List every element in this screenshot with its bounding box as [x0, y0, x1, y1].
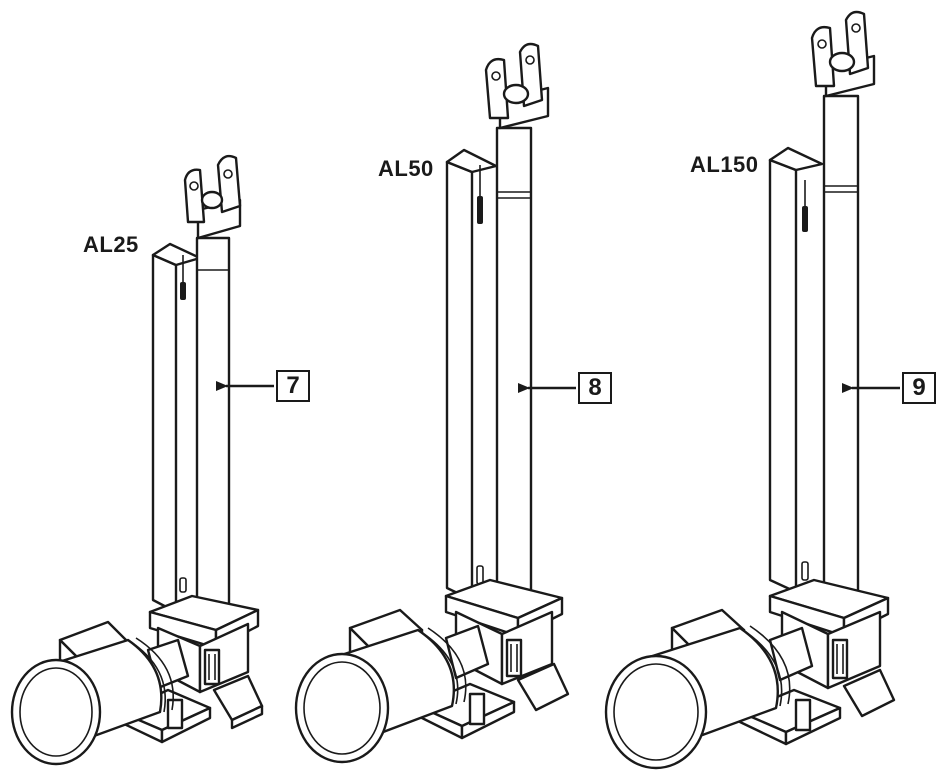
actuator-drawing-al50: [294, 42, 570, 764]
callout-9: 9: [902, 372, 936, 404]
actuator-drawing-al150: [604, 10, 896, 770]
model-label-al150: AL150: [690, 152, 759, 177]
model-label-al50: AL50: [378, 156, 434, 181]
actuator-drawing-al25: [10, 154, 264, 766]
model-label-al25: AL25: [83, 232, 139, 257]
callout-8: 8: [578, 372, 612, 404]
callout-7: 7: [276, 370, 310, 402]
